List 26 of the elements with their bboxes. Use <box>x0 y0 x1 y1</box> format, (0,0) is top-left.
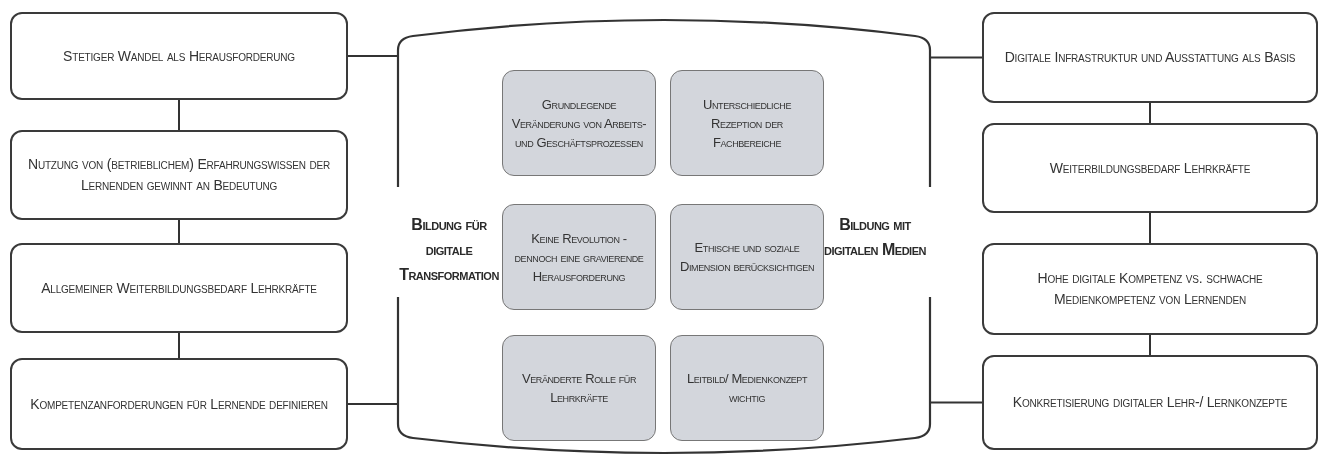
connector-line <box>347 55 399 57</box>
aspect-box: Ethische und soziale Dimension berücksichtigen <box>670 204 824 310</box>
connector-line <box>178 99 180 131</box>
connector-line <box>929 56 983 59</box>
connector-line <box>178 332 180 359</box>
topic-box: Digitale Infrastruktur und Ausstattung als Basis <box>982 12 1318 103</box>
aspect-box: Keine Revolution - dennoch eine gravierende Herausforderung <box>502 204 656 310</box>
topic-box: Hohe digitale Kompetenz vs. schwache Medienkompetenz von Lernenden <box>982 243 1318 335</box>
aspect-box: Leitbild/ Medienkonzept wichtig <box>670 335 824 441</box>
topic-box: Weiterbildungsbedarf Lehrkräfte <box>982 123 1318 213</box>
section-title: Bildung mit digitalen Medien <box>823 215 927 260</box>
topic-box: Allgemeiner Weiterbildungsbedarf Lehrkräfte <box>10 243 348 333</box>
connector-line <box>178 219 180 244</box>
aspect-box: Unterschiedliche Rezeption der Fachbereiche <box>670 70 824 176</box>
aspect-box: Grundlegende Veränderung von Arbeits- und Geschäftsprozessen <box>502 70 656 176</box>
aspect-box: Veränderte Rolle für Lehrkräfte <box>502 335 656 441</box>
section-title: Bildung für digitale Transformation <box>398 215 500 285</box>
topic-box: Stetiger Wandel als Herausforderung <box>10 12 348 100</box>
topic-box: Konkretisierung digitaler Lehr-/ Lernkonzepte <box>982 355 1318 450</box>
topic-box: Nutzung von (betrieblichem) Erfahrungswissen der Lernenden gewinnt an Bedeutung <box>10 130 348 220</box>
connector-line <box>1149 334 1151 356</box>
connector-line <box>929 401 983 404</box>
connector-line <box>1149 102 1151 124</box>
connector-line <box>347 403 399 405</box>
connector-line <box>1149 212 1151 244</box>
topic-box: Kompetenzanforderungen für Lernende definieren <box>10 358 348 450</box>
